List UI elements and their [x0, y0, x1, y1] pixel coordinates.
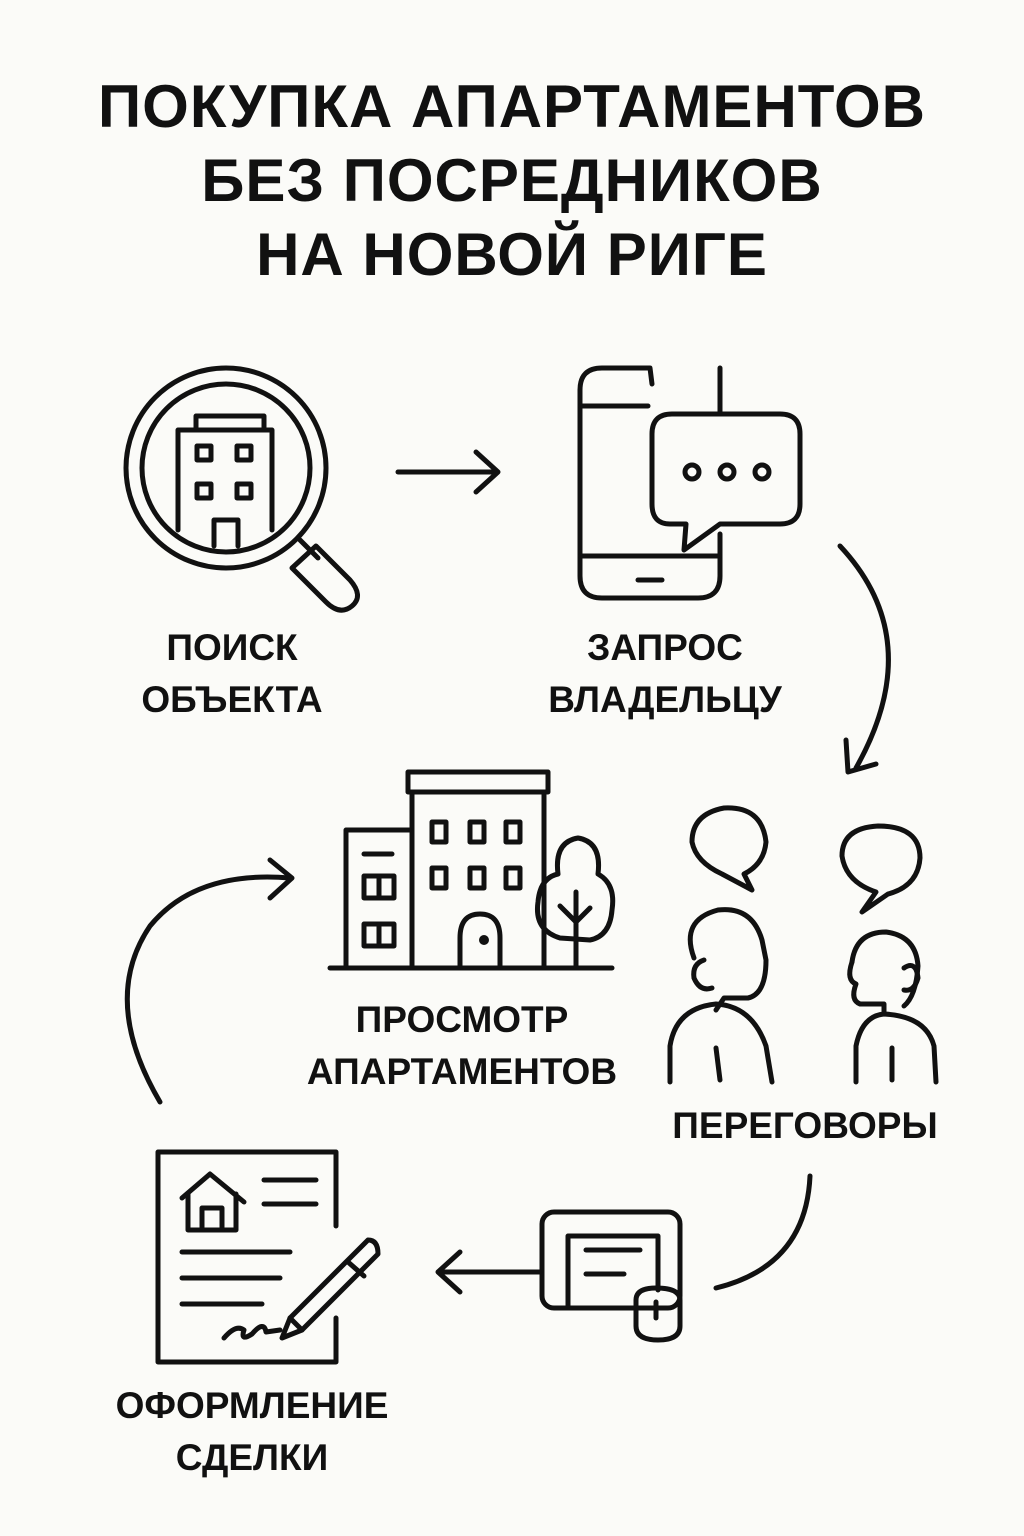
arrow-right	[395, 449, 501, 495]
page-title: ПОКУПКА АПАРТАМЕНТОВ БЕЗ ПОСРЕДНИКОВ НА …	[0, 70, 1024, 292]
title-line-2: БЕЗ ПОСРЕДНИКОВ	[201, 147, 823, 214]
contract-signing-icon	[155, 1149, 381, 1365]
step-label-request: ЗАПРОС ВЛАДЕЛЬЦУ	[548, 627, 782, 720]
arrow-curve-left	[713, 1173, 813, 1291]
arrow-left	[435, 1249, 543, 1295]
step-label-deal: ОФОРМЛЕНИЕ СДЕЛКИ	[115, 1385, 389, 1478]
step-label-viewing: ПРОСМОТР АПАРТАМЕНТОВ	[306, 999, 618, 1092]
arrow-curve-up	[124, 857, 295, 1105]
title-line-1: ПОКУПКА АПАРТАМЕНТОВ	[98, 73, 926, 140]
phone-chat-icon	[577, 365, 803, 601]
step-label-negotiation: ПЕРЕГОВОРЫ	[672, 1105, 938, 1146]
buildings-icon	[327, 769, 616, 971]
people-talking-icon	[667, 805, 939, 1085]
arrow-curve-down	[837, 543, 891, 775]
step-label-search: ПОИСК ОБЪЕКТА	[141, 627, 323, 720]
title-line-3: НА НОВОЙ РИГЕ	[256, 221, 768, 288]
magnifier-building-icon	[123, 365, 360, 613]
payment-terminal-icon	[539, 1209, 683, 1343]
